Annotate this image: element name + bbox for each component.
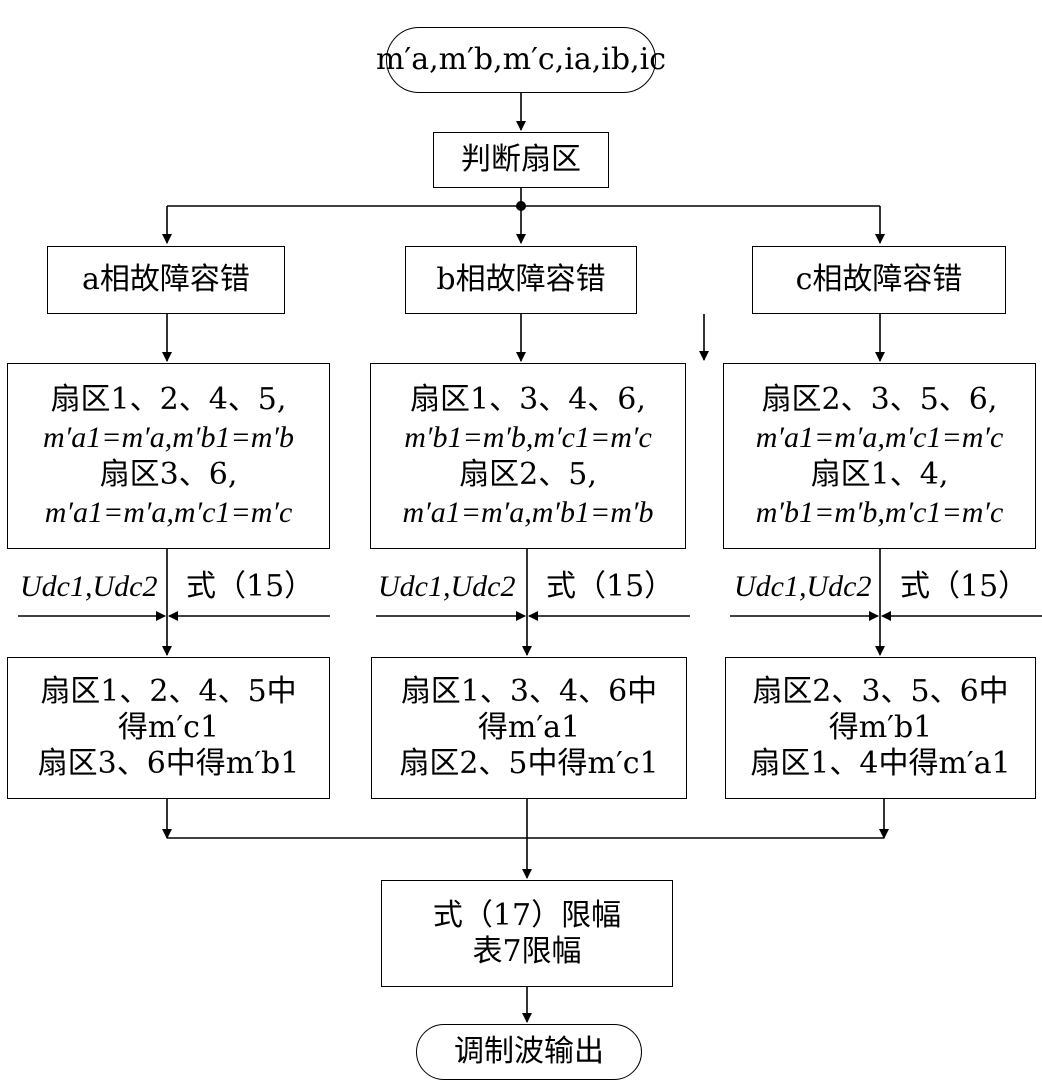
branch-b-result-line-1: 扇区1、3、4、6中	[400, 674, 658, 709]
branch-a-sector-box: 扇区1、2、4、5, m′a1=m′a,m′b1=m′b 扇区3、6, m′a1…	[7, 363, 330, 549]
branch-b-sector-line-3: 扇区2、5,	[459, 457, 597, 492]
start-label: m′a,m′b,m′c,ia,ib,ic	[375, 42, 667, 77]
limit-line-1: 式（17）限幅	[432, 897, 622, 933]
branch-b-result-line-2: 得m′a1	[477, 710, 581, 745]
branch-b-sector-line-2: m′b1=m′b,m′c1=m′c	[404, 420, 652, 454]
branch-a-title: a相故障容错	[82, 262, 250, 297]
judge-sector-label: 判断扇区	[461, 142, 581, 177]
branch-a-sector-line-4: m′a1=m′a,m′c1=m′c	[44, 495, 293, 529]
branch-a-sector-line-1: 扇区1、2、4、5,	[50, 382, 287, 417]
branch-c-sector-box: 扇区2、3、5、6, m′a1=m′a,m′c1=m′c 扇区1、4, m′b1…	[723, 363, 1036, 549]
branch-c-result-line-1: 扇区2、3、5、6中	[752, 674, 1009, 709]
branch-c-sector-line-2: m′a1=m′a,m′c1=m′c	[755, 420, 1004, 454]
branch-a-result-line-2: 得m′c1	[117, 710, 220, 745]
limit-line-2: 表7限幅	[472, 933, 582, 969]
branch-c-sector-line-1: 扇区2、3、5、6,	[761, 382, 998, 417]
branch-c-sector-line-4: m′b1=m′b,m′c1=m′c	[755, 495, 1004, 529]
branch-a-result-line-3: 扇区3、6中得m′b1	[37, 746, 300, 781]
branch-a-title-box: a相故障容错	[47, 246, 285, 314]
branch-a-sector-line-2: m′a1=m′a,m′b1=m′b	[43, 420, 294, 454]
branch-c-result-line-3: 扇区1、4中得m′a1	[750, 746, 1011, 781]
judge-sector-box: 判断扇区	[433, 132, 609, 188]
start-terminal: m′a,m′b,m′c,ia,ib,ic	[376, 27, 666, 93]
branch-a-input-voltage: Udc1,Udc2	[20, 570, 158, 603]
branch-a-input-equation: 式（15）	[186, 569, 315, 604]
end-terminal: 调制波输出	[416, 1024, 642, 1080]
branch-c-sector-line-3: 扇区1、4,	[810, 457, 949, 492]
branch-b-input-equation: 式（15）	[546, 569, 675, 604]
branch-c-result-line-2: 得m′b1	[828, 710, 933, 745]
branch-a-sector-line-3: 扇区3、6,	[99, 457, 238, 492]
branch-b-result-box: 扇区1、3、4、6中 得m′a1 扇区2、5中得m′c1	[371, 657, 687, 799]
branch-b-title-box: b相故障容错	[405, 246, 637, 314]
branch-b-title: b相故障容错	[436, 262, 606, 297]
branch-c-input-equation: 式（15）	[900, 569, 1029, 604]
branch-c-title: c相故障容错	[795, 262, 963, 297]
branch-b-result-line-3: 扇区2、5中得m′c1	[399, 746, 659, 781]
branch-c-result-box: 扇区2、3、5、6中 得m′b1 扇区1、4中得m′a1	[725, 657, 1036, 799]
branch-b-sector-box: 扇区1、3、4、6, m′b1=m′b,m′c1=m′c 扇区2、5, m′a1…	[370, 363, 686, 549]
branch-a-result-box: 扇区1、2、4、5中 得m′c1 扇区3、6中得m′b1	[7, 657, 330, 799]
branch-b-sector-line-4: m′a1=m′a,m′b1=m′b	[402, 495, 654, 529]
limit-box: 式（17）限幅 表7限幅	[381, 880, 673, 987]
branch-c-input-voltage: Udc1,Udc2	[734, 570, 872, 603]
branch-c-title-box: c相故障容错	[752, 246, 1006, 314]
branch-b-sector-line-1: 扇区1、3、4、6,	[410, 382, 646, 417]
end-label: 调制波输出	[454, 1034, 604, 1069]
branch-b-input-voltage: Udc1,Udc2	[378, 570, 516, 603]
branch-a-result-line-1: 扇区1、2、4、5中	[40, 674, 297, 709]
